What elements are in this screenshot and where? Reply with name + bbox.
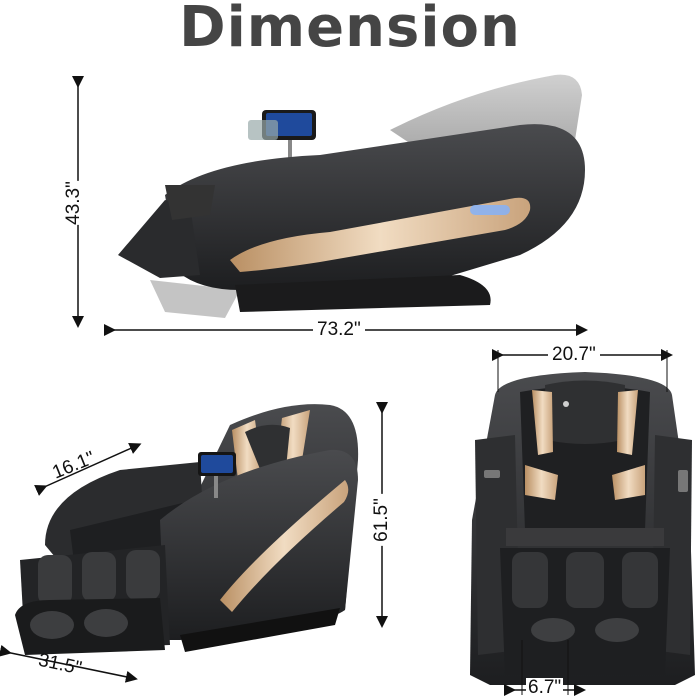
label-length-reclined: 73.2": [313, 320, 365, 340]
label-height-reclined: 43.3": [62, 181, 84, 225]
chair-front-view: [470, 372, 695, 685]
page-title: Dimension: [179, 0, 521, 60]
chair-side-view: [118, 74, 585, 318]
label-foot-gap: 6.7": [526, 677, 564, 698]
label-width-front: 20.7": [548, 345, 600, 365]
label-height-upright: 61.5": [371, 494, 392, 546]
chair-angled-view: [15, 404, 359, 655]
